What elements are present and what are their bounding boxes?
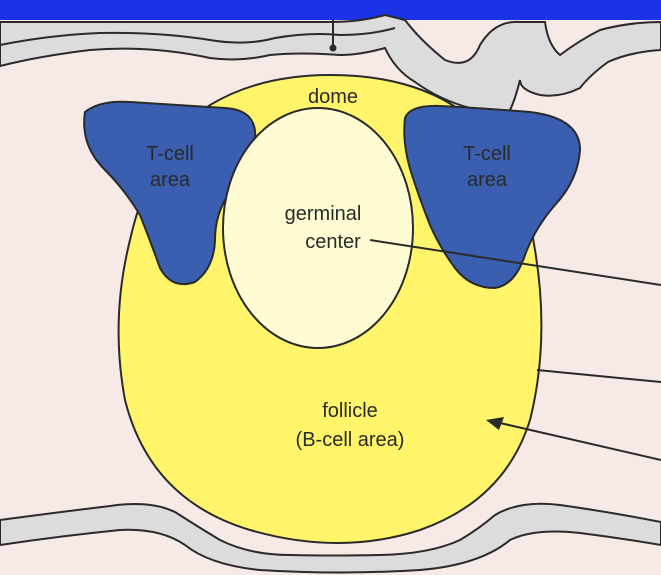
germinal-center-region [223, 108, 413, 348]
tcell-right-label-line1: T-cell [463, 143, 511, 165]
germinal-center-label-line2: center [305, 231, 361, 253]
tcell-left-label-line1: T-cell [146, 143, 194, 165]
tcell-right-label-line2: area [467, 169, 508, 191]
germinal-center-label-line1: germinal [285, 203, 362, 225]
tcell-left-label-line2: area [150, 169, 191, 191]
follicle-label-line1: follicle [322, 400, 378, 422]
follicle-label-line2: (B-cell area) [296, 429, 405, 451]
top-pointer-dot [330, 45, 337, 52]
header-banner [0, 0, 661, 20]
dome-label: dome [308, 86, 358, 108]
